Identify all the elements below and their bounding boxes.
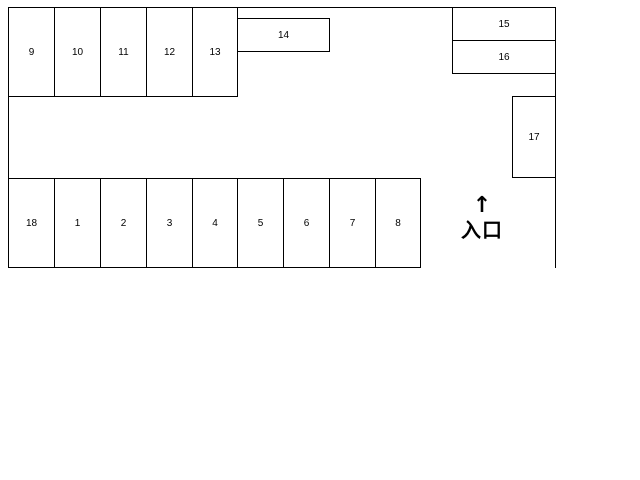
parking-slot-6: 6 <box>283 178 330 268</box>
parking-slot-16: 16 <box>452 40 556 74</box>
parking-slot-14: 14 <box>237 18 330 52</box>
parking-slot-18: 18 <box>8 178 55 268</box>
entrance-label: 入口 <box>461 218 503 242</box>
parking-slot-17: 17 <box>512 96 556 178</box>
parking-slot-1: 1 <box>54 178 101 268</box>
top-boundary-line <box>8 7 556 8</box>
parking-slot-15: 15 <box>452 7 556 41</box>
parking-slot-12: 12 <box>146 7 193 97</box>
parking-slot-10: 10 <box>54 7 101 97</box>
parking-slot-11: 11 <box>100 7 147 97</box>
left-boundary-line <box>8 7 9 268</box>
entrance-marker: ↑ 入口 <box>452 193 512 243</box>
parking-slot-8: 8 <box>375 178 421 268</box>
parking-slot-4: 4 <box>192 178 238 268</box>
up-arrow-icon: ↑ <box>472 193 492 218</box>
parking-slot-3: 3 <box>146 178 193 268</box>
parking-slot-7: 7 <box>329 178 376 268</box>
parking-slot-2: 2 <box>100 178 147 268</box>
parking-slot-5: 5 <box>237 178 284 268</box>
parking-slot-9: 9 <box>8 7 55 97</box>
parking-slot-13: 13 <box>192 7 238 97</box>
